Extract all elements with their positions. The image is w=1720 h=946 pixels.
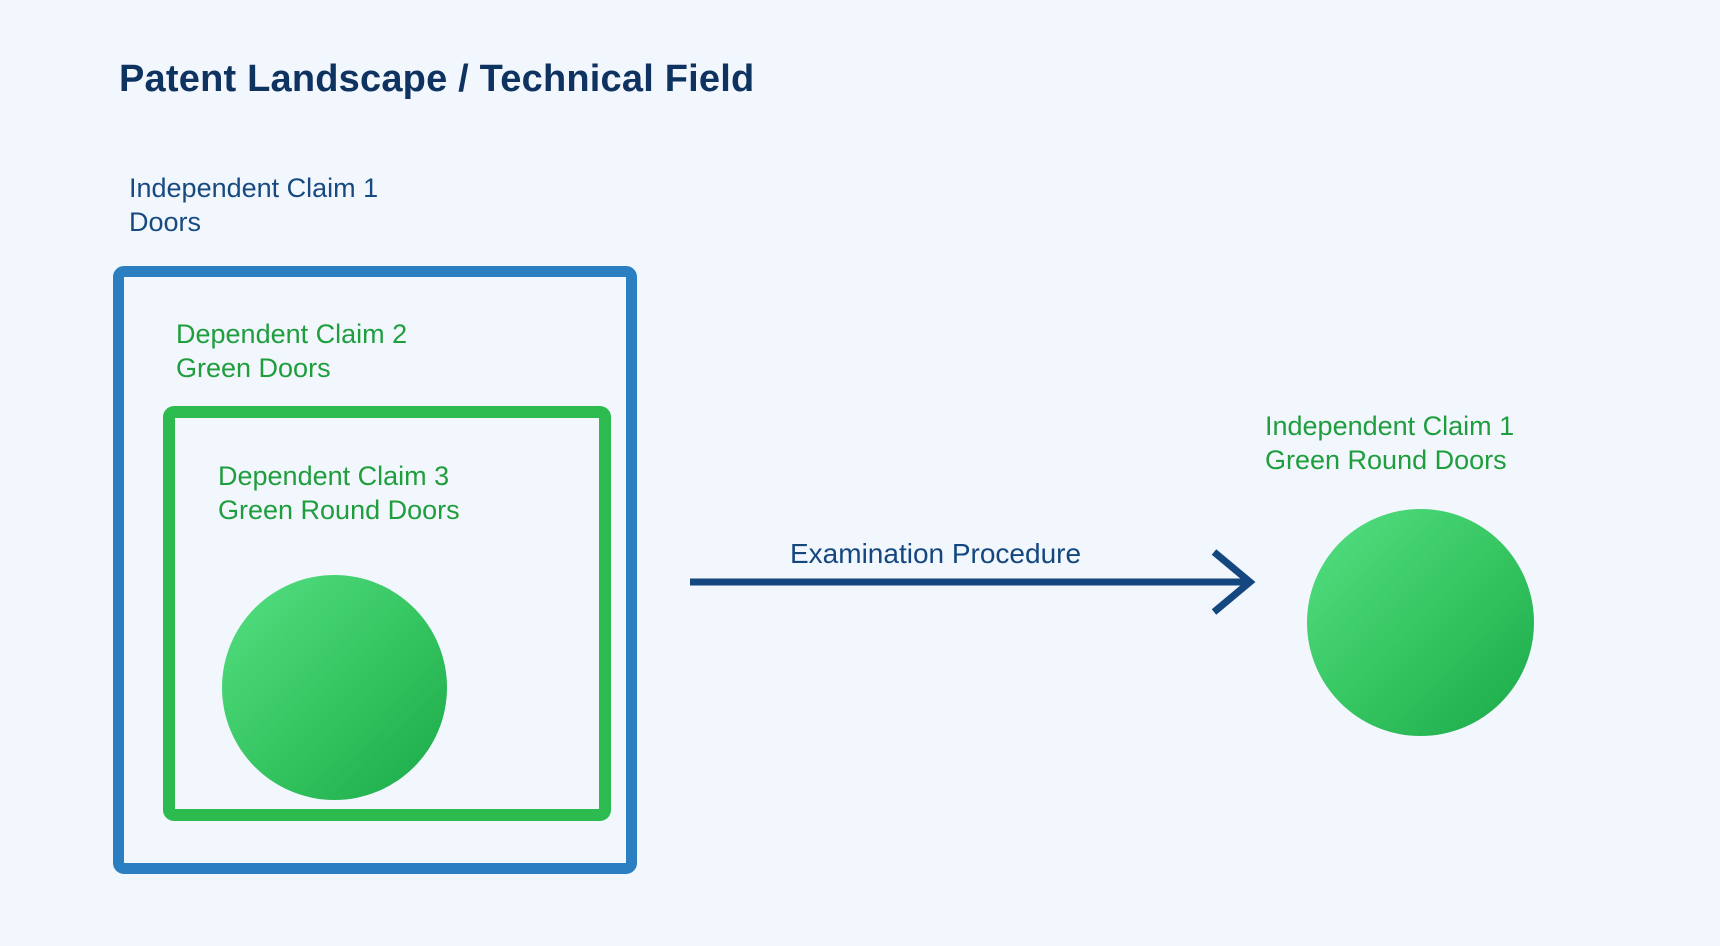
claim-2-caption: Dependent Claim 2 Green Doors [176,318,407,386]
claim-1-caption-line-1: Independent Claim 1 [129,173,379,203]
dependent-claim-2-scope-box [163,406,611,821]
claim-1-caption-line-2: Doors [129,206,202,237]
claim-2-caption-line-2: Green Doors [176,352,331,383]
claim-2-caption-line-1: Dependent Claim 2 [176,319,408,349]
result-claim-caption: Independent Claim 1 Green Round Doors [1265,410,1514,478]
result-claim-caption-line-1: Independent Claim 1 [1265,411,1515,441]
green-circle-shape-inner [222,575,447,800]
page-title: Patent Landscape / Technical Field [119,58,755,100]
claim-3-caption-line-2: Green Round Doors [218,494,460,525]
arrow-right-icon [690,549,1256,615]
green-circle-shape-result [1307,509,1534,736]
examination-procedure-label: Examination Procedure [790,538,1082,569]
arrow-head [1211,549,1256,615]
claim-3-caption-line-1: Dependent Claim 3 [218,461,450,491]
claim-3-caption: Dependent Claim 3 Green Round Doors [218,460,460,528]
claim-1-caption: Independent Claim 1 Doors [129,172,378,240]
result-claim-caption-line-2: Green Round Doors [1265,444,1507,475]
independent-claim-1-scope-box [113,266,637,874]
